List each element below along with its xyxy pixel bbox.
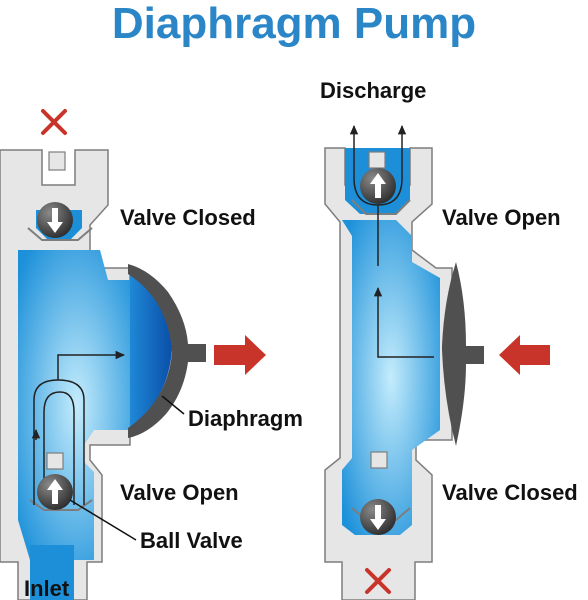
left-flow-to-diaphragm	[57, 350, 126, 380]
ball-valve-leader	[69, 499, 137, 541]
right-bottom-stop	[370, 451, 388, 469]
page-title: Diaphragm Pump	[112, 0, 476, 48]
right-flow-from-diaphragm	[373, 286, 434, 358]
left-top-seat	[27, 227, 93, 241]
left-chamber-fluid	[18, 250, 136, 560]
right-top-seat	[351, 199, 411, 215]
label-right-top-valve: Valve Open	[442, 205, 561, 230]
right-pump	[324, 124, 550, 600]
label-left-bottom-valve: Valve Open	[120, 480, 239, 505]
label-inlet: Inlet	[24, 576, 70, 600]
left-diaphragm	[128, 264, 206, 438]
left-bottom-ball-icon	[37, 474, 73, 510]
left-inlet-fluid	[30, 545, 74, 600]
left-top-ball-icon	[37, 202, 73, 238]
label-right-bottom-valve: Valve Closed	[442, 480, 578, 505]
right-flow-split	[353, 177, 403, 206]
right-diaphragm	[442, 262, 484, 446]
label-left-top-valve: Valve Closed	[120, 205, 256, 230]
label-discharge: Discharge	[320, 78, 426, 103]
right-top-stop	[368, 151, 386, 169]
label-ball-valve: Ball Valve	[140, 528, 243, 553]
left-top-stop	[48, 151, 66, 171]
left-pump	[0, 109, 266, 600]
red-arrow-left-icon	[499, 335, 550, 375]
diaphragm-leader	[161, 395, 185, 415]
left-bottom-stop	[46, 452, 64, 470]
right-chamber-fluid	[342, 220, 440, 535]
label-diaphragm: Diaphragm	[188, 406, 303, 431]
right-bottom-ball-icon	[360, 499, 396, 535]
red-arrow-right-icon	[214, 335, 266, 375]
right-top-ball-icon	[360, 168, 396, 204]
x-mark-icon	[365, 568, 391, 594]
left-bottom-seat	[29, 499, 93, 511]
left-flow-path-inner	[43, 391, 75, 505]
x-mark-icon	[41, 109, 67, 135]
